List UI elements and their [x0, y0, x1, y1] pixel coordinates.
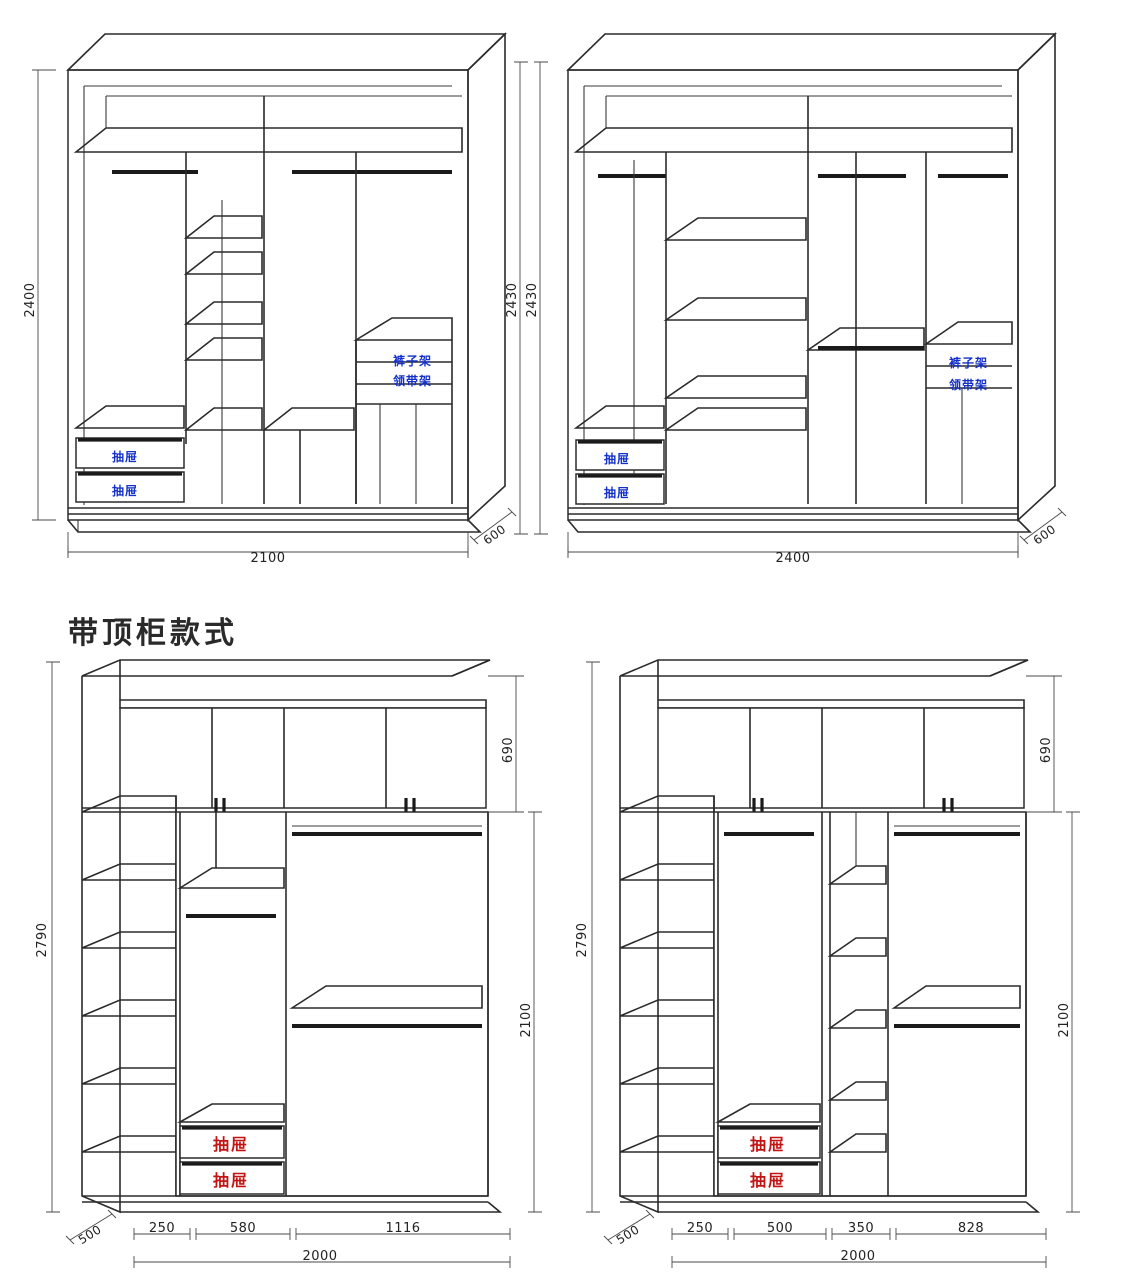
- drawing-bottom-right: 抽屉 抽屉 2790 690 2100 500 250 500 350 828: [575, 659, 1080, 1268]
- dim-body-2100-br: 2100: [1057, 1002, 1072, 1037]
- dim-height-2430-tr: 2430: [525, 282, 540, 317]
- label-drawer-tl-1: 抽屉: [112, 449, 138, 464]
- dim-seg-250-br: 250: [687, 1221, 713, 1236]
- label-drawer-bl-2: 抽屉: [213, 1171, 249, 1190]
- drawing-top-left: 裤子架 领带架 抽屉 抽屉 2400 2430 2100 600: [23, 32, 528, 566]
- dim-depth-500-br: 500: [614, 1222, 642, 1247]
- dim-seg-828-br: 828: [958, 1221, 984, 1236]
- label-drawer-tr-1: 抽屉: [604, 451, 630, 466]
- dim-seg-250-bl: 250: [149, 1221, 175, 1236]
- dim-depth-600-tl: 600: [481, 522, 509, 548]
- dim-depth-600-tr: 600: [1031, 522, 1059, 548]
- dim-height-2430-tl: 2430: [505, 282, 520, 317]
- dim-seg-500-br: 500: [767, 1221, 793, 1236]
- dim-height-2400-tl: 2400: [23, 282, 38, 317]
- label-tie-rack-tl: 领带架: [393, 373, 432, 388]
- drawing-top-right: 裤子架 领带架 抽屉 抽屉 2430 2400 600: [525, 32, 1067, 566]
- dim-top-cabinet-690-br: 690: [1039, 737, 1054, 763]
- dim-width-2400-tr: 2400: [775, 551, 810, 566]
- label-drawer-bl-1: 抽屉: [213, 1135, 249, 1154]
- section-title: 带顶柜款式: [68, 616, 238, 651]
- label-drawer-br-2: 抽屉: [750, 1171, 786, 1190]
- label-drawer-tr-2: 抽屉: [604, 485, 630, 500]
- dim-height-2790-br: 2790: [575, 922, 590, 957]
- dim-total-2000-br: 2000: [840, 1249, 875, 1264]
- label-drawer-br-1: 抽屉: [750, 1135, 786, 1154]
- dim-width-2100-tl: 2100: [250, 551, 285, 566]
- dim-height-2790-bl: 2790: [35, 922, 50, 957]
- label-trouser-rack-tl: 裤子架: [393, 353, 432, 368]
- dim-depth-500-bl: 500: [76, 1222, 104, 1247]
- label-trouser-rack-tr: 裤子架: [949, 355, 988, 370]
- dim-seg-580-bl: 580: [230, 1221, 256, 1236]
- dim-seg-1116-bl: 1116: [385, 1221, 420, 1236]
- dim-body-2100-bl: 2100: [519, 1002, 534, 1037]
- dim-seg-350-br: 350: [848, 1221, 874, 1236]
- dim-total-2000-bl: 2000: [302, 1249, 337, 1264]
- label-drawer-tl-2: 抽屉: [112, 483, 138, 498]
- drawing-bottom-left: 抽屉 抽屉 2790 690 2100 500 250 580 1116: [35, 659, 542, 1268]
- dim-top-cabinet-690-bl: 690: [501, 737, 516, 763]
- label-tie-rack-tr: 领带架: [949, 377, 988, 392]
